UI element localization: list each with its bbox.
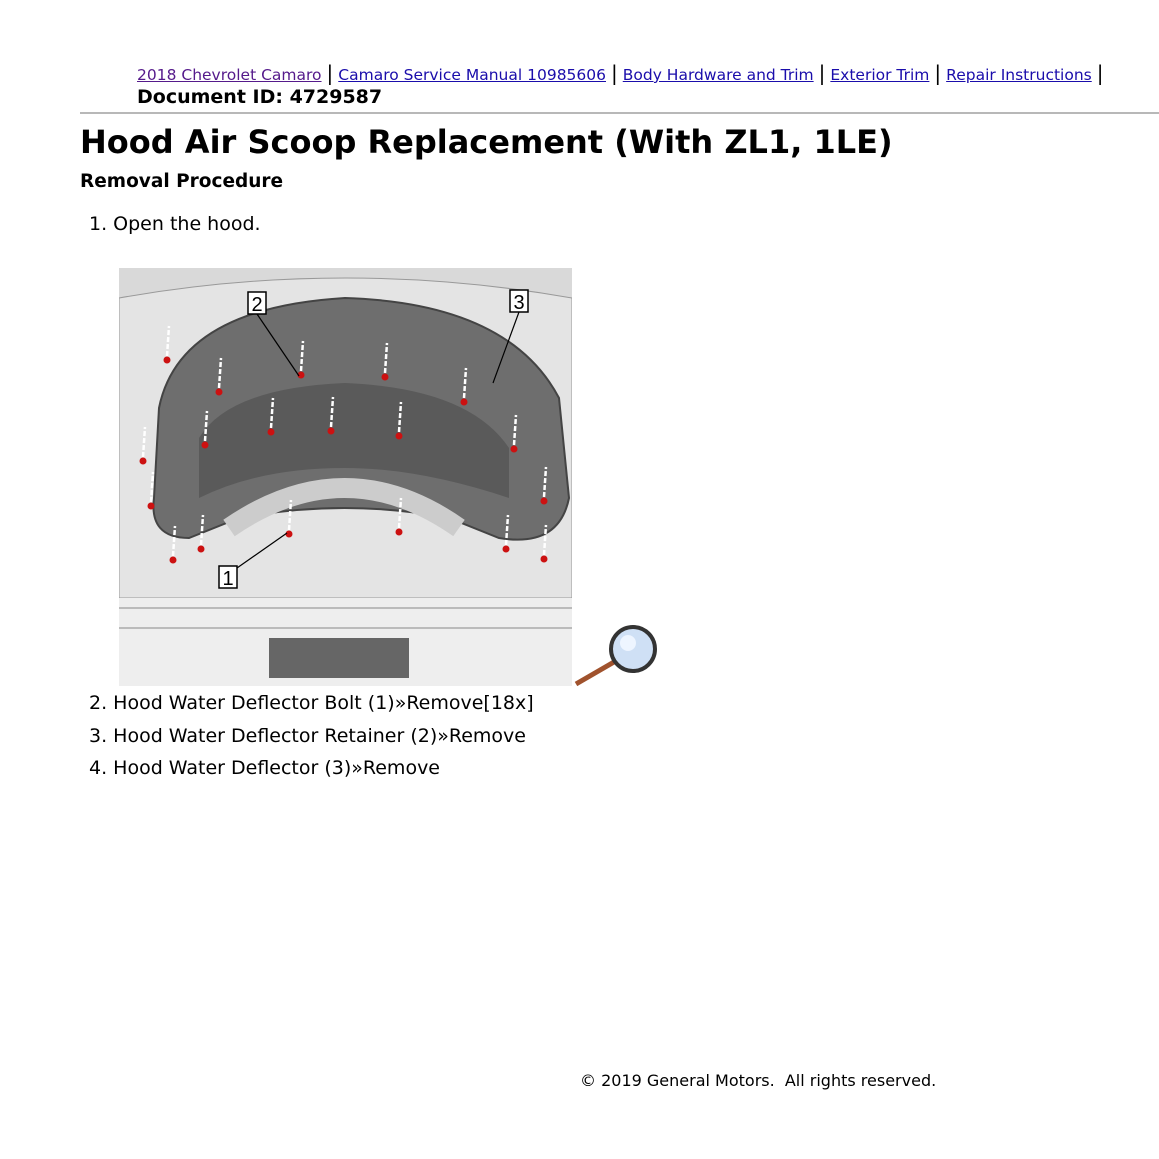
bolt-marker (215, 388, 223, 396)
bolt-direction-line (203, 410, 209, 442)
bolt-marker (285, 530, 293, 538)
hood-deflector-illustration: 2 3 1 (119, 268, 572, 686)
bolt-direction-line (329, 396, 335, 428)
breadcrumb-separator: | (326, 61, 334, 85)
bolt-direction-line (199, 514, 205, 546)
callout-3: 3 (513, 292, 524, 314)
bolt-marker (395, 528, 403, 536)
breadcrumb-link-exterior-trim[interactable]: Exterior Trim (830, 66, 930, 84)
bolt-marker (502, 545, 510, 553)
breadcrumb-current: Document ID: 4729587 (137, 86, 383, 108)
step-2: 2. Hood Water Deflector Bolt (1)»Remove[… (89, 692, 534, 714)
callout-2: 2 (251, 294, 262, 316)
bolt-marker (510, 445, 518, 453)
bolt-marker (327, 427, 335, 435)
breadcrumb-separator: | (818, 61, 826, 85)
bolt-marker (395, 432, 403, 440)
bolt-direction-line (383, 342, 389, 374)
bolt-direction-line (165, 325, 171, 357)
bolt-direction-line (504, 514, 510, 546)
bolt-direction-line (542, 524, 548, 556)
bolt-direction-line (462, 367, 468, 399)
page-title: Hood Air Scoop Replacement (With ZL1, 1L… (80, 123, 893, 161)
bolt-direction-line (217, 357, 223, 389)
bolt-marker (147, 502, 155, 510)
section-heading: Removal Procedure (80, 171, 284, 192)
bolt-marker (139, 457, 147, 465)
bolt-direction-line (512, 414, 518, 446)
breadcrumb-separator: | (934, 61, 942, 85)
bolt-direction-line (269, 397, 275, 429)
bolt-marker (163, 356, 171, 364)
bolt-marker (169, 556, 177, 564)
bolt-marker (540, 555, 548, 563)
bolt-marker (540, 497, 548, 505)
bolt-marker (201, 441, 209, 449)
bolt-marker (460, 398, 468, 406)
step-4: 4. Hood Water Deflector (3)»Remove (89, 757, 440, 779)
breadcrumb-link-body-hardware[interactable]: Body Hardware and Trim (622, 66, 814, 84)
bolt-marker (297, 371, 305, 379)
breadcrumb-link-repair-instructions[interactable]: Repair Instructions (946, 66, 1092, 84)
breadcrumb: 2018 Chevrolet Camaro|Camaro Service Man… (137, 62, 1151, 109)
bolt-marker (381, 373, 389, 381)
breadcrumb-link-vehicle[interactable]: 2018 Chevrolet Camaro (137, 66, 322, 84)
breadcrumb-link-manual[interactable]: Camaro Service Manual 10985606 (338, 66, 606, 84)
bolt-marker (197, 545, 205, 553)
bolt-direction-line (149, 471, 155, 503)
bolt-marker (267, 428, 275, 436)
step-1: 1. Open the hood. (89, 213, 261, 235)
header-divider (80, 112, 1159, 114)
bolt-direction-line (299, 340, 305, 372)
bolt-direction-line (542, 466, 548, 498)
bolt-direction-line (171, 525, 177, 557)
callout-1: 1 (222, 568, 233, 590)
step-3: 3. Hood Water Deflector Retainer (2)»Rem… (89, 725, 526, 747)
copyright-footer: © 2019 General Motors. All rights reserv… (580, 1071, 937, 1090)
bolt-direction-line (287, 499, 293, 531)
breadcrumb-separator: | (611, 61, 618, 85)
bolt-direction-line (397, 497, 403, 529)
magnifier-icon[interactable] (572, 622, 660, 688)
breadcrumb-separator: | (1096, 61, 1104, 85)
bolt-direction-line (397, 401, 403, 433)
bolt-direction-line (141, 426, 147, 458)
